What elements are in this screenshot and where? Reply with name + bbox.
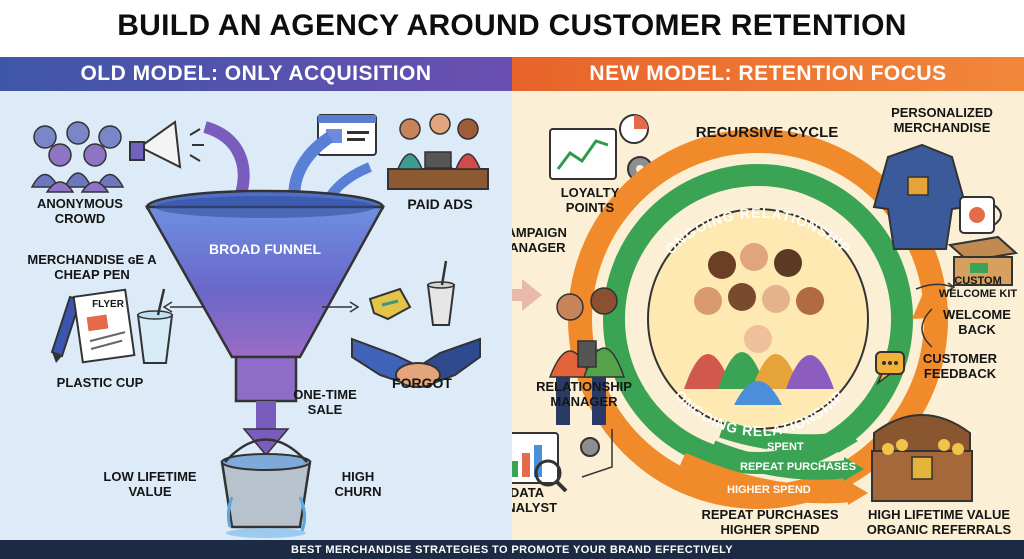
flyer-label: FLYER xyxy=(92,299,124,310)
customer-group-icon xyxy=(684,243,834,405)
ad-window-icon xyxy=(317,114,377,156)
merchandise-label: MERCHANDISE ɢe A CHEAP PEN xyxy=(27,252,157,282)
mug-icon xyxy=(959,196,1002,234)
chat-bubble-icon xyxy=(875,351,905,386)
low-lifetime-value-label: LOW LIFETIME VALUE xyxy=(103,469,197,499)
paid-ads-label: PAID ADS xyxy=(407,196,473,212)
arrow-higher-label: HIGHER SPEND xyxy=(727,484,811,496)
arrow-spent-label: SPENT xyxy=(767,441,804,453)
crumpled-flyer-icon xyxy=(368,287,412,321)
old-model-header: OLD MODEL: ONLY ACQUISITION xyxy=(0,57,512,91)
new-model-illustration xyxy=(512,114,1019,509)
recursive-cycle-label: RECURSIVE CYCLE xyxy=(695,124,839,141)
ongoing-relationship-bottom-label: ONGOING RELATIONSHIP xyxy=(672,387,846,439)
plastic-cup-icon xyxy=(136,288,174,364)
high-churn-label: HIGH CHURN xyxy=(334,469,382,499)
personalized-merchandise-label: PERSONALIZED MERCHANDISE xyxy=(891,105,993,135)
new-model-header: NEW MODEL: RETENTION FOCUS xyxy=(512,57,1024,91)
crowd-icon xyxy=(30,121,125,193)
funnel-label: BROAD FUNNEL xyxy=(209,241,321,257)
old-model-illustration xyxy=(30,113,489,538)
one-time-sale-label: ONE-TIME SALE xyxy=(293,387,357,417)
ad-team-icon xyxy=(387,113,489,190)
old-model-panel: OLD MODEL: ONLY ACQUISITION xyxy=(0,57,512,540)
custom-welcome-kit-label: CUSTOM WELCOME KIT xyxy=(938,275,1018,300)
relationship-manager-label: RELATIONSHIP MANAGER xyxy=(536,379,632,409)
campaign-manager-label: CAMPAIGN MANAGER xyxy=(512,225,567,255)
loyalty-chart-icon xyxy=(549,114,653,182)
svg-text:ONGOING RELATIONSHIP: ONGOING RELATIONSHIP xyxy=(672,387,847,439)
forgot-label: FORGOT xyxy=(392,375,452,391)
high-lifetime-value-label: HIGH LIFETIME VALUE ORGANIC REFERRALS xyxy=(866,507,1012,537)
megaphone-icon xyxy=(129,120,204,169)
customer-feedback-label: CUSTOMER FEEDBACK xyxy=(922,351,998,381)
plastic-cup-label: PLASTIC CUP xyxy=(56,375,144,390)
discarded-cup-icon xyxy=(426,260,456,326)
loyalty-points-label: LOYALTY POINTS xyxy=(560,185,620,215)
data-analyst-icon xyxy=(512,429,613,493)
footer-banner: BEST MERCHANDISE STRATEGIES TO PROMOTE Y… xyxy=(0,540,1024,559)
arrow-repeat-label: REPEAT PURCHASES xyxy=(740,461,856,473)
anonymous-crowd-label: ANONYMOUS CROWD xyxy=(37,196,123,226)
welcome-kit-icon xyxy=(947,235,1019,286)
handshake-icon xyxy=(351,337,481,388)
repeat-higher-label: REPEAT PURCHASES HIGHER SPEND xyxy=(701,507,839,537)
page-title: BUILD AN AGENCY AROUND CUSTOMER RETENTIO… xyxy=(117,9,907,42)
flyer-icon xyxy=(72,288,136,364)
broad-funnel xyxy=(144,189,386,403)
treasure-chest-icon xyxy=(871,414,973,502)
new-model-panel: NEW MODEL: RETENTION FOCUS xyxy=(512,57,1024,540)
revenue-arrows xyxy=(678,420,868,505)
ongoing-relationship-top-label: ONGOING RELATIONSHIP xyxy=(662,205,854,258)
data-analyst-label: DATA ANALYST xyxy=(512,485,558,515)
hoodie-icon xyxy=(872,143,968,250)
svg-text:ONGOING RELATIONSHIP: ONGOING RELATIONSHIP xyxy=(662,205,855,258)
welcome-back-label: WELCOME BACK xyxy=(943,307,1011,337)
managers-icon xyxy=(548,287,626,425)
leaky-bucket-icon xyxy=(220,438,312,538)
